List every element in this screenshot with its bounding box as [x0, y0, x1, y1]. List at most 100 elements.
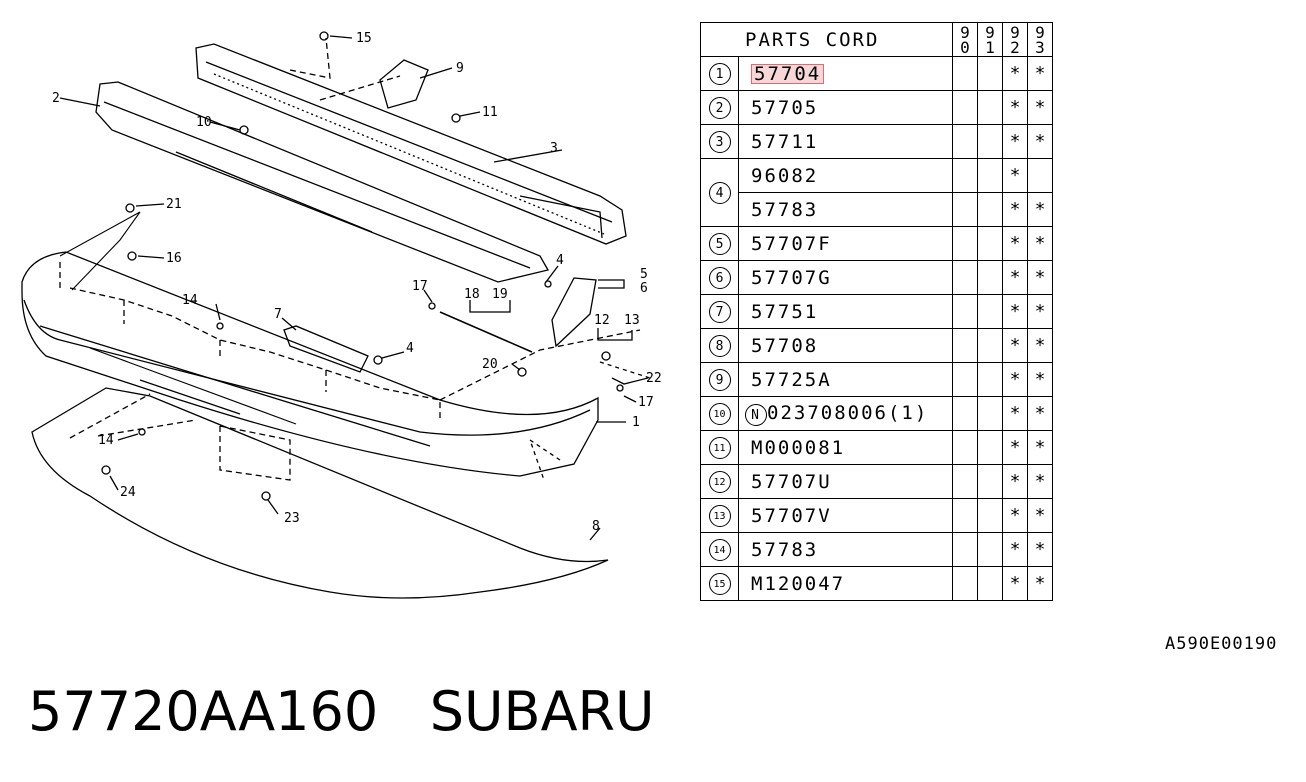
callout-label: 12 — [594, 313, 610, 328]
row-number-circle: 7 — [708, 300, 731, 323]
row-number-circle: 6 — [708, 266, 731, 289]
row-number: 2 — [700, 90, 739, 125]
year-mark: * — [1002, 294, 1028, 329]
year-mark: * — [1027, 328, 1053, 363]
part-code[interactable]: 57707U — [738, 464, 953, 499]
callout-label: 17 — [412, 279, 428, 294]
year-mark — [952, 56, 978, 91]
row-number-circle: 1 — [708, 62, 731, 85]
year-mark: * — [1002, 396, 1028, 431]
year-mark: * — [1027, 124, 1053, 159]
row-number: 8 — [700, 328, 739, 363]
year-mark — [952, 260, 978, 295]
year-mark: * — [1002, 566, 1028, 601]
table-row: 9 57725A * * — [700, 362, 1053, 397]
part-code[interactable]: 57707F — [738, 226, 953, 261]
part-code[interactable]: 57711 — [738, 124, 953, 159]
year-mark: * — [1002, 192, 1028, 227]
year-mark — [977, 328, 1003, 363]
year-mark — [977, 430, 1003, 465]
part-code[interactable]: M000081 — [738, 430, 953, 465]
row-number-circle: 4 — [708, 181, 731, 204]
part-code[interactable]: 96082 — [738, 158, 953, 193]
callout-label: 15 — [356, 31, 372, 46]
year-mark: * — [1002, 260, 1028, 295]
year-mark — [952, 226, 978, 261]
part-code[interactable]: 57707G — [738, 260, 953, 295]
year-mark: * — [1002, 226, 1028, 261]
part-code[interactable]: 57705 — [738, 90, 953, 125]
part-code[interactable]: 57783 — [738, 192, 953, 227]
callout-label: 17 — [638, 395, 654, 410]
year-mark: * — [1002, 430, 1028, 465]
callout-label: 14 — [98, 433, 114, 448]
year-mark — [977, 124, 1003, 159]
row-number: 5 — [700, 226, 739, 261]
callout-label: 23 — [284, 511, 300, 526]
callout-label: 19 — [492, 287, 508, 302]
row-number-circle: 15 — [708, 573, 731, 595]
reinforcement-beam — [195, 43, 627, 245]
table-row: 6 57707G * * — [700, 260, 1053, 295]
year-mark — [952, 192, 978, 227]
part-code[interactable]: 57707V — [738, 498, 953, 533]
part-code[interactable]: 023708006(1) — [767, 401, 929, 424]
year-mark: * — [1002, 158, 1028, 193]
row-number-circle: 3 — [708, 130, 731, 153]
row-number-circle: 14 — [708, 539, 731, 561]
callout-label: 4 — [406, 341, 414, 356]
year-mark: * — [1027, 192, 1053, 227]
callout-label: 21 — [166, 197, 182, 212]
table-row: 15 M120047 * * — [700, 566, 1053, 601]
part-code[interactable]: 57708 — [738, 328, 953, 363]
part-code[interactable]: 57783 — [738, 532, 953, 567]
callout-label: 11 — [482, 105, 498, 120]
callout-label: 8 — [592, 519, 600, 534]
side-bracket — [551, 277, 597, 348]
year-mark — [952, 90, 978, 125]
year-mark — [977, 362, 1003, 397]
year-mark: * — [1027, 260, 1053, 295]
row-number-circle: 12 — [708, 471, 731, 493]
table-row: 13 57707V * * — [700, 498, 1053, 533]
callout-label: 6 — [640, 281, 648, 296]
table-row: 1 57704 * * — [700, 56, 1053, 91]
year-mark — [952, 396, 978, 431]
callout-label: 1 — [632, 415, 640, 430]
callout-label: 20 — [482, 357, 498, 372]
row-number: 13 — [700, 498, 739, 533]
row-number-circle: 2 — [708, 96, 731, 119]
year-mark: * — [1002, 362, 1028, 397]
year-mark: * — [1002, 328, 1028, 363]
year-mark — [977, 260, 1003, 295]
table-row: 14 57783 * * — [700, 532, 1053, 567]
row-number: 11 — [700, 430, 739, 465]
row-number-circle: 13 — [708, 505, 731, 527]
table-row: 11 M000081 * * — [700, 430, 1053, 465]
year-mark: * — [1027, 90, 1053, 125]
callout-label: 9 — [456, 61, 464, 76]
part-code[interactable]: 57751 — [738, 294, 953, 329]
stay-bracket — [379, 59, 429, 109]
row-number: 12 — [700, 464, 739, 499]
part-code[interactable]: M120047 — [738, 566, 953, 601]
year-mark: * — [1027, 532, 1053, 567]
year-mark — [977, 566, 1003, 601]
part-code[interactable]: 57725A — [738, 362, 953, 397]
year-mark — [977, 192, 1003, 227]
year-mark — [952, 464, 978, 499]
year-mark: * — [1027, 464, 1053, 499]
year-mark — [952, 124, 978, 159]
row-number: 15 — [700, 566, 739, 601]
year-mark — [952, 294, 978, 329]
year-mark: * — [1002, 532, 1028, 567]
year-mark: * — [1002, 498, 1028, 533]
year-mark — [952, 566, 978, 601]
year-mark — [952, 158, 978, 193]
part-code-highlighted[interactable]: 57704 — [751, 63, 825, 84]
